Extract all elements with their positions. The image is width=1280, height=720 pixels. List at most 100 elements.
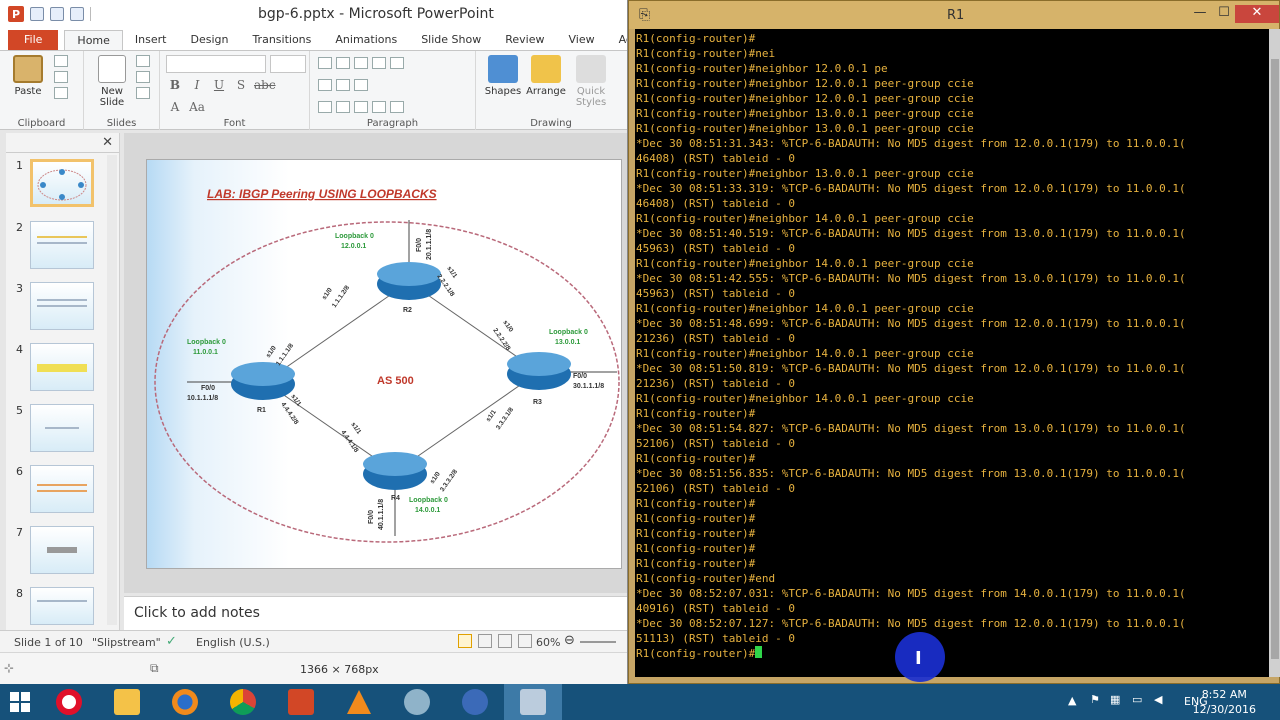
network-icon[interactable]: ▦ — [1110, 693, 1121, 706]
shadow-icon[interactable]: S — [236, 78, 246, 92]
taskbar-firefox[interactable] — [156, 684, 214, 720]
tab-animations[interactable]: Animations — [335, 33, 398, 46]
notes-pane[interactable]: Click to add notes — [124, 596, 627, 632]
slide-thumbnail[interactable]: 6 — [6, 465, 110, 523]
tab-add-ins[interactable]: Add-I — [618, 33, 627, 46]
normal-view-icon[interactable] — [458, 634, 472, 648]
slide-thumbnail[interactable]: 2 — [6, 221, 110, 279]
taskbar-file-explorer[interactable] — [98, 684, 156, 720]
putty-icon[interactable]: ⎘ — [639, 7, 651, 23]
increase-indent-icon[interactable] — [372, 57, 386, 69]
reading-view-icon[interactable] — [498, 634, 512, 648]
change-case-icon[interactable]: Aa — [189, 100, 205, 114]
decrease-indent-icon[interactable] — [354, 57, 368, 69]
copy-icon[interactable] — [54, 71, 68, 83]
terminal-line: R1(config-router)#end — [636, 572, 776, 585]
slideshow-icon[interactable] — [518, 634, 532, 648]
section-icon[interactable] — [136, 87, 150, 99]
align-text-icon[interactable] — [336, 79, 350, 91]
slide-thumbnail[interactable]: 8 — [6, 587, 110, 645]
tab-insert[interactable]: Insert — [134, 33, 167, 46]
tab-home[interactable]: Home — [64, 30, 123, 50]
slide-thumbnail[interactable]: 7 — [6, 526, 110, 584]
zoom-level[interactable]: 60% — [536, 636, 561, 649]
slide-sorter-icon[interactable] — [478, 634, 492, 648]
font-size-field[interactable] — [270, 55, 306, 73]
tab-view[interactable]: View — [568, 33, 595, 46]
align-left-icon[interactable] — [318, 101, 332, 113]
slide-thumbnail[interactable]: 1 — [6, 159, 110, 217]
redo-icon[interactable] — [70, 7, 84, 21]
start-button[interactable] — [0, 684, 40, 720]
columns-icon[interactable] — [390, 101, 404, 113]
terminal-line: 21236) (RST) tableid - 0 — [636, 332, 795, 345]
taskbar-putty[interactable] — [504, 684, 562, 720]
reset-icon[interactable] — [136, 71, 150, 83]
italic-icon[interactable]: I — [194, 78, 200, 92]
terminal-prompt-line[interactable]: R1(config-router)# — [636, 646, 1269, 661]
font-color-icon[interactable]: A — [170, 100, 180, 114]
bold-icon[interactable]: B — [169, 78, 181, 92]
tab-slide-show[interactable]: Slide Show — [421, 33, 482, 46]
thumbnail-scrollbar[interactable] — [107, 155, 117, 625]
clock[interactable]: 8:52 AM 12/30/2016 — [1193, 687, 1256, 717]
power-icon[interactable]: ▭ — [1132, 693, 1143, 706]
tab-file[interactable]: File — [8, 30, 59, 50]
zoom-out-icon[interactable]: ⊖ — [564, 633, 575, 648]
theme-name: "Slipstream" — [92, 636, 161, 649]
underline-icon[interactable]: U — [213, 78, 225, 92]
text-direction-icon[interactable] — [318, 79, 332, 91]
minimize-button[interactable]: — — [1193, 5, 1207, 20]
taskbar-opera[interactable] — [40, 684, 98, 720]
justify-icon[interactable] — [372, 101, 386, 113]
bullets-icon[interactable] — [318, 57, 332, 69]
taskbar-vlc[interactable] — [330, 684, 388, 720]
undo-icon[interactable] — [50, 7, 64, 21]
input-language[interactable]: ENG — [1184, 695, 1208, 708]
slide-thumbnail[interactable]: 3 — [6, 282, 110, 340]
tray-expand-icon[interactable]: ▲ — [1068, 694, 1077, 707]
slide-thumbnail[interactable]: 5 — [6, 404, 110, 462]
arrange-button[interactable]: Arrange — [524, 55, 568, 97]
close-button[interactable]: ✕ — [1235, 5, 1279, 23]
align-right-icon[interactable] — [354, 101, 368, 113]
paste-button[interactable]: Paste — [8, 55, 48, 97]
new-slide-button[interactable]: New Slide — [90, 55, 134, 108]
format-painter-icon[interactable] — [54, 87, 68, 99]
save-icon[interactable] — [30, 7, 44, 21]
shapes-button[interactable]: Shapes — [482, 55, 524, 97]
flag-icon[interactable]: ⚑ — [1090, 693, 1100, 706]
tab-review[interactable]: Review — [505, 33, 545, 46]
scrollbar-thumb[interactable] — [1271, 59, 1279, 659]
align-center-icon[interactable] — [336, 101, 350, 113]
taskbar-powerpoint[interactable] — [272, 684, 330, 720]
r1-interface-ip: 10.1.1.1/8 — [187, 395, 218, 402]
current-slide[interactable]: LAB: IBGP Peering USING LOOPBACKS AS 500… — [146, 159, 622, 569]
folder-icon — [114, 689, 140, 715]
spellcheck-icon[interactable]: ✓ — [166, 634, 177, 649]
notes-placeholder[interactable]: Click to add notes — [134, 605, 260, 621]
maximize-button[interactable]: ☐ — [1218, 5, 1230, 20]
strikethrough-icon[interactable]: abc — [254, 78, 276, 92]
loopback-r2-ip: 12.0.0.1 — [341, 243, 366, 250]
tab-design[interactable]: Design — [190, 33, 229, 46]
layout-icon[interactable] — [136, 55, 150, 67]
cut-icon[interactable] — [54, 55, 68, 67]
tab-transitions[interactable]: Transitions — [252, 33, 312, 46]
language-status[interactable]: English (U.S.) — [196, 636, 270, 649]
quick-styles-button[interactable]: Quick Styles — [570, 55, 612, 108]
zoom-slider[interactable] — [580, 641, 616, 643]
smartart-icon[interactable] — [354, 79, 368, 91]
volume-icon[interactable]: ◀ — [1154, 693, 1163, 706]
font-name-field[interactable] — [166, 55, 266, 73]
taskbar-network-tool[interactable] — [388, 684, 446, 720]
slide-thumbnail[interactable]: 4 — [6, 343, 110, 401]
terminal-scrollbar[interactable] — [1269, 29, 1280, 677]
powerpoint-logo-icon[interactable]: P — [8, 6, 24, 22]
line-spacing-icon[interactable] — [390, 57, 404, 69]
close-pane-icon[interactable]: ✕ — [102, 135, 113, 150]
taskbar-chrome[interactable] — [214, 684, 272, 720]
numbering-icon[interactable] — [336, 57, 350, 69]
taskbar-gns3[interactable] — [446, 684, 504, 720]
